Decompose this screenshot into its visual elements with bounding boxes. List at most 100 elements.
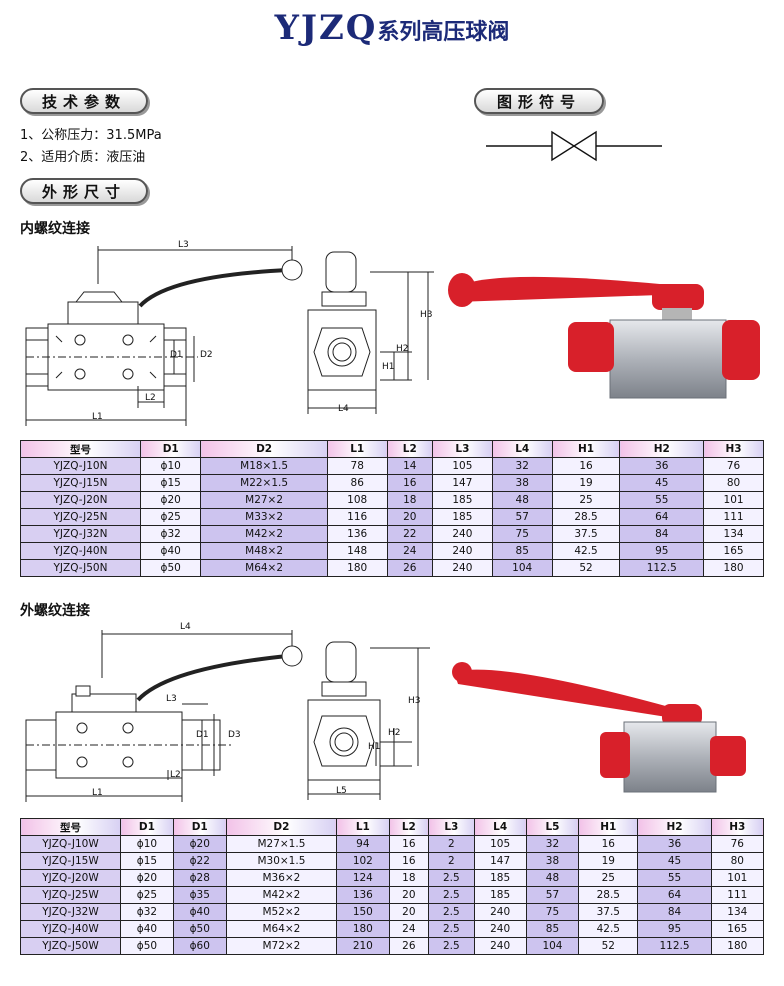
female-col-header: H2 (619, 440, 705, 458)
female-label-h3: H3 (420, 310, 433, 320)
male-value-cell: 2 (428, 852, 475, 870)
female-value-cell: 185 (431, 491, 493, 509)
female-label-d2: D2 (200, 350, 213, 360)
male-value-cell: 2.5 (428, 937, 475, 955)
male-col-header: L3 (428, 818, 475, 836)
female-label-l4: L4 (338, 404, 349, 414)
male-value-cell: ϕ40 (120, 920, 174, 938)
male-label-l2: L2 (170, 770, 181, 780)
male-value-cell: ϕ50 (120, 937, 174, 955)
male-col-header: L2 (388, 818, 430, 836)
female-model-cell: YJZQ-J40N (20, 542, 141, 560)
male-value-cell: 136 (336, 886, 390, 904)
male-value-cell: 180 (336, 920, 390, 938)
female-col-header: H1 (551, 440, 621, 458)
male-col-header: L5 (525, 818, 580, 836)
male-value-cell: 134 (710, 903, 765, 921)
male-col-header: D1 (172, 818, 227, 836)
female-col-header: L1 (326, 440, 388, 458)
spec-pressure-label: 1、公称压力： (20, 128, 107, 143)
male-value-cell: 101 (710, 869, 765, 887)
male-col-header: L4 (473, 818, 527, 836)
male-value-cell: 210 (336, 937, 390, 955)
male-model-cell: YJZQ-J50W (20, 937, 121, 955)
female-value-cell: 111 (703, 508, 764, 526)
female-value-cell: 52 (551, 559, 621, 577)
female-value-cell: M48×2 (200, 542, 328, 560)
female-value-cell: M33×2 (200, 508, 328, 526)
male-model-cell: YJZQ-J20W (20, 869, 121, 887)
male-model-cell: YJZQ-J40W (20, 920, 121, 938)
male-value-cell: ϕ22 (172, 852, 227, 870)
male-value-cell: 42.5 (578, 920, 639, 938)
male-col-header: H2 (637, 818, 712, 836)
male-value-cell: ϕ25 (120, 886, 174, 904)
female-value-cell: 147 (431, 474, 493, 492)
female-value-cell: 84 (619, 525, 705, 543)
female-value-cell: ϕ15 (139, 474, 202, 492)
female-value-cell: ϕ40 (139, 542, 202, 560)
male-value-cell: M27×1.5 (225, 835, 338, 853)
female-value-cell: 112.5 (619, 559, 705, 577)
male-model-cell: YJZQ-J32W (20, 903, 121, 921)
female-value-cell: 16 (551, 457, 621, 475)
spec-medium-value: 液压油 (106, 150, 146, 165)
female-col-header: L2 (386, 440, 433, 458)
spec-pressure-value: 31.5MPa (106, 128, 162, 143)
female-value-cell: 240 (431, 542, 493, 560)
male-value-cell: 2.5 (428, 869, 475, 887)
male-value-cell: 112.5 (637, 937, 712, 955)
female-label-h1: H1 (382, 362, 395, 372)
female-value-cell: 26 (386, 559, 433, 577)
male-value-cell: 55 (637, 869, 712, 887)
female-label-l1: L1 (92, 412, 103, 422)
male-value-cell: 240 (473, 920, 527, 938)
male-label-h1: H1 (368, 742, 381, 752)
male-value-cell: ϕ50 (172, 920, 227, 938)
male-value-cell: M30×1.5 (225, 852, 338, 870)
male-value-cell: 2.5 (428, 903, 475, 921)
male-value-cell: 2.5 (428, 920, 475, 938)
male-value-cell: 20 (388, 903, 430, 921)
female-header-row: 型号 D1 D2 L1 L2 L3 L4 H1 H2 H3 (20, 440, 764, 458)
female-heading: 内螺纹连接 (20, 221, 90, 237)
male-valve-photo (452, 662, 746, 793)
male-label-h2: H2 (388, 728, 401, 738)
spec-pressure: 1、公称压力：31.5MPa (20, 124, 162, 143)
female-label-d1: D1 (170, 350, 183, 360)
male-value-cell: 16 (388, 852, 430, 870)
female-value-cell: ϕ25 (139, 508, 202, 526)
female-col-header: L3 (431, 440, 493, 458)
female-value-cell: 42.5 (551, 542, 621, 560)
male-value-cell: 150 (336, 903, 390, 921)
female-value-cell: 116 (326, 508, 388, 526)
male-label-l1: L1 (92, 788, 103, 798)
male-value-cell: 64 (637, 886, 712, 904)
female-value-cell: 19 (551, 474, 621, 492)
female-value-cell: 32 (491, 457, 553, 475)
female-col-header: D2 (200, 440, 328, 458)
female-value-cell: 95 (619, 542, 705, 560)
male-value-cell: ϕ15 (120, 852, 174, 870)
female-value-cell: 20 (386, 508, 433, 526)
female-value-cell: ϕ20 (139, 491, 202, 509)
male-label-h3: H3 (408, 696, 421, 706)
female-value-cell: M18×1.5 (200, 457, 328, 475)
male-value-cell: 18 (388, 869, 430, 887)
female-model-cell: YJZQ-J15N (20, 474, 141, 492)
female-model-cell: YJZQ-J10N (20, 457, 141, 475)
male-value-cell: 16 (578, 835, 639, 853)
female-value-cell: 37.5 (551, 525, 621, 543)
female-value-cell: 38 (491, 474, 553, 492)
male-spec-table: 型号 D1 D1 D2 L1 L2 L3 L4 L5 H1 H2 H3 YJZQ… (20, 818, 765, 955)
female-value-cell: 104 (491, 559, 553, 577)
male-value-cell: M36×2 (225, 869, 338, 887)
male-end-drawing (307, 641, 430, 800)
male-value-cell: 45 (637, 852, 712, 870)
male-value-cell: 165 (710, 920, 765, 938)
female-value-cell: 136 (326, 525, 388, 543)
